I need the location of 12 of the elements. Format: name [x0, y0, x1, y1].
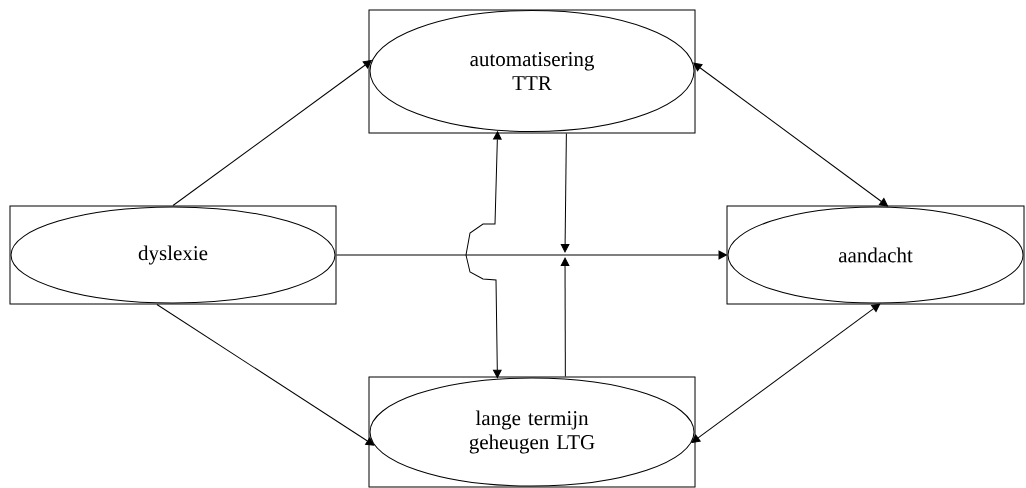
ellipse-node: automatisering TTR [369, 10, 695, 132]
arrow [465, 131, 502, 379]
arrow [336, 250, 727, 260]
ellipse-node: aandacht [727, 206, 1024, 304]
arrow [691, 303, 881, 443]
arrow [156, 304, 375, 446]
ellipse-node: dyslexie [10, 206, 336, 304]
arrow [693, 62, 889, 207]
arrow [560, 133, 570, 253]
arrow [560, 257, 570, 377]
ellipse-node: lange termijn geheugen LTG [369, 377, 695, 487]
arrow [172, 60, 372, 206]
